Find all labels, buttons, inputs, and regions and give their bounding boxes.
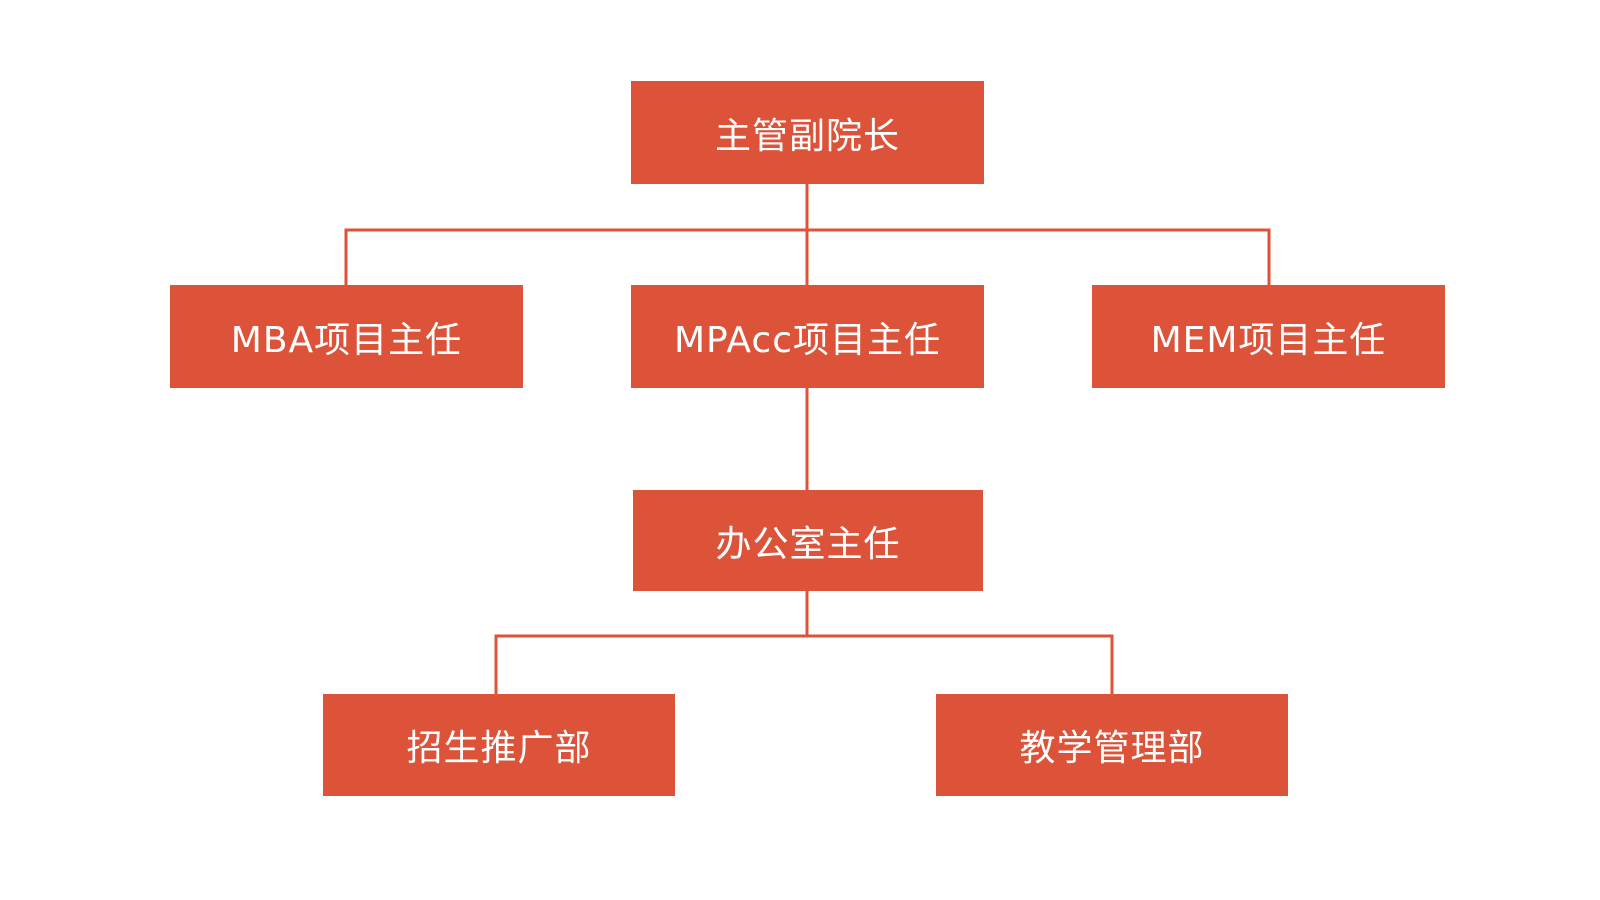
node-recruitment-dept-label: 招生推广部 xyxy=(406,728,592,769)
node-vice-dean-label: 主管副院长 xyxy=(714,115,900,157)
node-mba-director: MBA项目主任 xyxy=(170,285,523,388)
node-mpacc-director-label: MPAcc项目主任 xyxy=(673,319,942,361)
node-mem-director-label: MEM项目主任 xyxy=(1150,319,1387,361)
node-mem-director: MEM项目主任 xyxy=(1092,285,1445,388)
node-mba-director-label: MBA项目主任 xyxy=(230,319,463,361)
node-mpacc-director: MPAcc项目主任 xyxy=(631,285,984,388)
node-recruitment-dept: 招生推广部 xyxy=(323,694,675,796)
node-teaching-dept-label: 教学管理部 xyxy=(1019,728,1205,769)
node-vice-dean: 主管副院长 xyxy=(631,81,984,184)
node-office-director: 办公室主任 xyxy=(633,490,983,591)
node-teaching-dept: 教学管理部 xyxy=(936,694,1288,796)
node-office-director-label: 办公室主任 xyxy=(715,523,901,565)
